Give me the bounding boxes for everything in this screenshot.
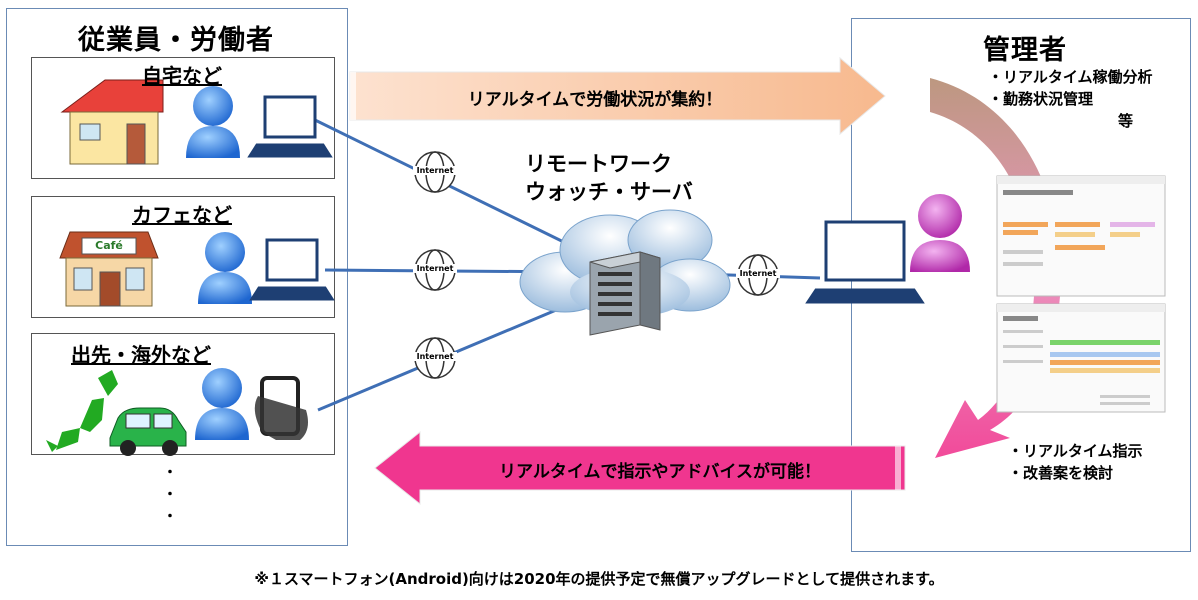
server-label: リモートワーク ウォッチ・サーバ — [525, 150, 755, 206]
employee-person-icon — [186, 86, 252, 440]
internet-label-1: Internet — [413, 166, 457, 175]
top-arrow-label: リアルタイムで労働状況が集約！ — [467, 90, 723, 110]
laptop-icon — [247, 95, 925, 304]
app-screenshot-timeline — [996, 303, 1166, 413]
manager-bottom-items: ・リアルタイム指示 ・改善案を検討 — [1008, 440, 1188, 484]
server-label-line2: ウォッチ・サーバ — [525, 180, 693, 204]
manager-person-icon — [910, 194, 970, 272]
bottom-arrow — [374, 430, 906, 506]
app-screenshot-daily — [996, 175, 1166, 297]
cafe-icon — [59, 231, 159, 307]
internet-label-3: Internet — [413, 352, 457, 361]
location-label-outside: 出先・海外など — [71, 343, 211, 367]
car-icon — [109, 407, 187, 456]
manager-item-analysis: ・リアルタイム稼働分析 — [988, 68, 1153, 86]
location-label-cafe: カフェなど — [132, 203, 232, 227]
japan-map-icon — [46, 370, 118, 452]
smartphone-icon — [254, 376, 308, 440]
internet-label-4: Internet — [736, 269, 780, 278]
top-arrow — [349, 56, 886, 136]
manager-title: 管理者 — [983, 35, 1067, 66]
more-locations-dots: ・ ・ ・ — [163, 465, 177, 525]
manager-item-instruction: ・リアルタイム指示 — [1008, 442, 1143, 460]
internet-label-2: Internet — [413, 264, 457, 273]
house-icon — [60, 79, 164, 165]
manager-item-attendance: ・勤務状況管理 — [988, 90, 1094, 108]
manager-item-improvement: ・改善案を検討 — [1008, 464, 1114, 482]
bottom-arrow-label: リアルタイムで指示やアドバイスが可能！ — [499, 462, 821, 482]
location-label-home: 自宅など — [142, 64, 222, 88]
manager-top-items: ・リアルタイム稼働分析 ・勤務状況管理 等 — [988, 66, 1188, 132]
manager-item-etc: 等 — [1118, 112, 1134, 130]
server-label-line1: リモートワーク — [525, 152, 672, 176]
footnote: ※１スマートフォン(Android)向けは2020年の提供予定で無償アップグレー… — [254, 570, 944, 588]
employees-title: 従業員・労働者 — [78, 25, 274, 56]
cafe-sign: Café — [95, 239, 123, 252]
server-icon — [589, 251, 661, 336]
